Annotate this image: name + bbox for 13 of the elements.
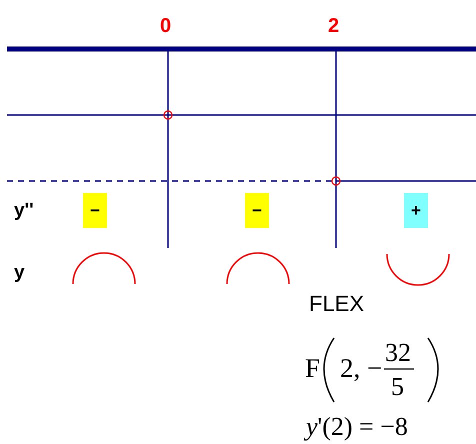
note-text: FLEX (309, 293, 364, 315)
row-label: y (14, 263, 25, 282)
axis-value: 2 (328, 16, 340, 36)
fraction-numerator: 32 (385, 340, 411, 366)
sign-box: − (83, 193, 107, 228)
fraction-denominator: 5 (391, 374, 404, 400)
sign-box: − (245, 193, 269, 228)
row-label: y'' (14, 201, 34, 220)
axis-value: 0 (160, 16, 172, 36)
coordinate-text: 2, − (340, 355, 382, 382)
sign-box: + (404, 193, 428, 228)
equation-text: y'(2) = −8 (306, 414, 408, 440)
point-name: F (305, 355, 320, 382)
